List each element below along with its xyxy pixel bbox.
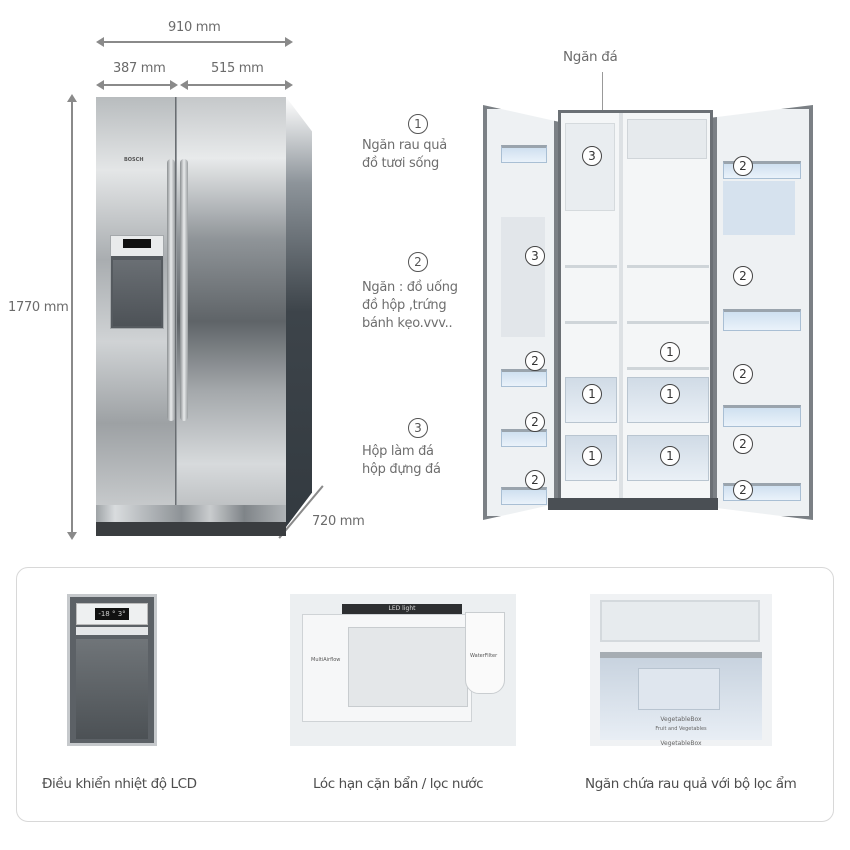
- badge-drawer: 1: [660, 384, 680, 404]
- badge-door-area: 2: [733, 364, 753, 384]
- legend-text-1: Ngăn rau quả đồ tươi sống: [362, 137, 447, 173]
- arrow-fridge-width: [180, 80, 293, 90]
- badge-ice-maker: 3: [525, 246, 545, 266]
- lcd-display: -18 ° 3°: [95, 608, 129, 620]
- badge-drawer: 1: [582, 384, 602, 404]
- badge-ice-box: 3: [582, 146, 602, 166]
- drawer-handle: [638, 668, 720, 710]
- dim-total-width: 910 mm: [168, 20, 221, 35]
- fridge-closed-image: BOSCH: [96, 97, 286, 527]
- badge-drawer: 1: [660, 446, 680, 466]
- badge-door-bin: 2: [733, 480, 753, 500]
- door-bin: [501, 487, 547, 505]
- freezer-shelf: [565, 265, 617, 268]
- badge-door-bin: 2: [525, 351, 545, 371]
- lcd-buttons: [76, 627, 148, 635]
- vegetable-box-sublabel: Fruit and Vegetables: [655, 726, 707, 732]
- multiairflow-label: MultiAirflow: [311, 657, 341, 663]
- door-bin: [501, 145, 547, 163]
- dairy-compartment: [723, 181, 795, 235]
- legend-2-line-3: bánh kẹo.vvv..: [362, 316, 453, 331]
- water-filter-cartridge: WaterFilter: [465, 612, 505, 694]
- vegetable-drawer: VegetableBox Fruit and Vegetables: [600, 652, 762, 740]
- filter-housing: MultiAirflow: [302, 614, 472, 722]
- compartment-divider: [619, 113, 623, 502]
- freezer-door: BOSCH: [96, 97, 176, 505]
- fridge-side-panel: [286, 97, 312, 527]
- arrow-total-width: [96, 37, 293, 47]
- legend-badge-3: 3: [408, 418, 428, 438]
- badge-door-bin: 2: [525, 470, 545, 490]
- ice-water-dispenser: [110, 235, 164, 329]
- dispenser-lcd: [123, 239, 151, 248]
- freezer-shelf: [565, 321, 617, 324]
- feature-panel: -18 ° 3° Điều khiển nhiệt độ LCD MultiAi…: [16, 567, 834, 822]
- fridge-base: [96, 522, 286, 536]
- glass-shelf: [600, 600, 760, 642]
- control-unit: [627, 119, 707, 159]
- legend-1-line-1: Ngăn rau quả: [362, 138, 447, 153]
- dispenser-bay: [76, 639, 148, 739]
- fridge-shelf: [627, 321, 709, 324]
- dim-fridge-width: 515 mm: [211, 61, 264, 76]
- feature-caption-filter: Lóc hạn cặn bẩn / lọc nước: [313, 776, 484, 792]
- legend-badge-2: 2: [408, 252, 428, 272]
- arrow-height: [67, 94, 77, 540]
- legend-1-line-2: đồ tươi sống: [362, 156, 439, 171]
- dim-depth: 720 mm: [312, 514, 365, 529]
- door-bin: [501, 429, 547, 447]
- vegetable-box-image: VegetableBox Fruit and Vegetables Vegeta…: [590, 594, 772, 747]
- badge-drawer: 1: [582, 446, 602, 466]
- fridge-cabinet: [558, 110, 713, 505]
- door-bin: [723, 309, 801, 331]
- arrow-freezer-width: [96, 80, 178, 90]
- freezer-drawer: [565, 435, 617, 481]
- waterfilter-label: WaterFilter: [470, 653, 498, 659]
- fridge-shelf: [627, 265, 709, 268]
- fridge-handle: [180, 159, 188, 421]
- brand-logo: BOSCH: [124, 157, 144, 163]
- door-bin: [501, 369, 547, 387]
- dispenser-control-panel: [111, 236, 163, 256]
- freezer-callout: Ngăn đá: [563, 49, 618, 65]
- dispenser-bay: [113, 260, 161, 326]
- lcd-control-image: -18 ° 3°: [67, 594, 157, 746]
- feature-caption-vegetable: Ngăn chứa rau quả với bộ lọc ẩm: [585, 776, 797, 792]
- dim-freezer-width: 387 mm: [113, 61, 166, 76]
- water-filter-image: MultiAirflow LED light WaterFilter: [290, 594, 516, 746]
- fridge-door-open: [713, 105, 813, 520]
- legend-3-line-2: hộp đựng đá: [362, 462, 441, 477]
- ice-box: [565, 123, 615, 211]
- fridge-door: [177, 97, 286, 505]
- freezer-handle: [167, 159, 175, 421]
- legend-badge-1: 1: [408, 114, 428, 134]
- led-light-bar: LED light: [342, 604, 462, 614]
- open-fridge-base: [548, 498, 718, 510]
- dim-height: 1770 mm: [8, 300, 69, 315]
- badge-door-area: 2: [733, 434, 753, 454]
- ice-maker: [501, 217, 545, 337]
- badge-shelf: 1: [660, 342, 680, 362]
- legend-3-line-1: Hộp làm đá: [362, 444, 434, 459]
- badge-door-area: 2: [733, 266, 753, 286]
- legend-text-3: Hộp làm đá hộp đựng đá: [362, 443, 441, 479]
- legend-text-2: Ngăn : đồ uống đồ hộp ,trứng bánh kẹo.vv…: [362, 279, 458, 333]
- fridge-shelf: [627, 367, 709, 370]
- lcd-control-panel: -18 ° 3°: [76, 603, 148, 625]
- freezer-door-open: [483, 105, 558, 520]
- legend-2-line-1: Ngăn : đồ uống: [362, 280, 458, 295]
- badge-door-bin: 2: [525, 412, 545, 432]
- vegetable-box-label: VegetableBox: [660, 716, 702, 723]
- feature-caption-lcd: Điều khiển nhiệt độ LCD: [42, 776, 197, 792]
- fridge-open-image: [483, 100, 813, 520]
- badge-door-bin: 2: [733, 156, 753, 176]
- legend-2-line-2: đồ hộp ,trứng: [362, 298, 447, 313]
- door-bin: [723, 405, 801, 427]
- filter-window: [348, 627, 468, 707]
- vegetable-box-front-label: VegetableBox: [660, 740, 702, 747]
